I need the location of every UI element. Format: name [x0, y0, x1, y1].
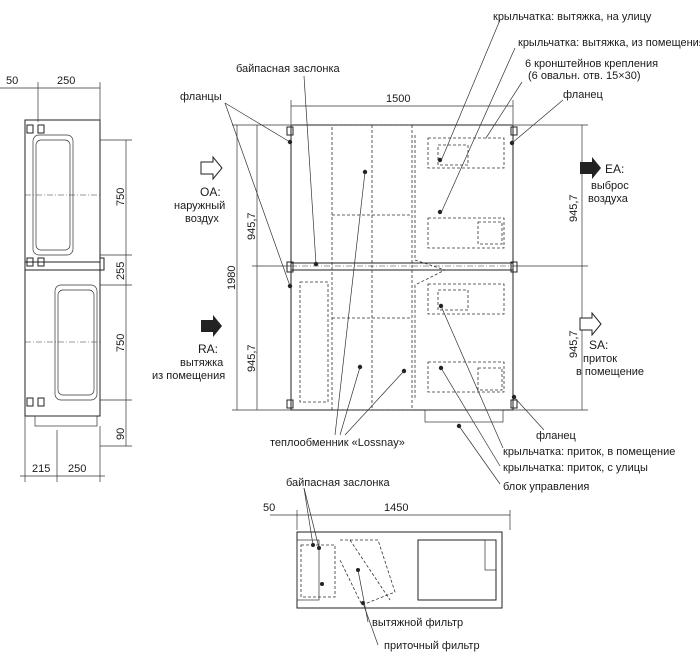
bottom-view: 50 1450 [263, 487, 511, 646]
label-oa-line2: воздух [185, 213, 219, 225]
dim-bottom-offset: 50 [263, 502, 275, 514]
dim-front-right-lower: 945,7 [568, 330, 580, 358]
label-ra-code: RA: [198, 342, 218, 356]
label-bypass-top: байпасная заслонка [236, 63, 341, 75]
dim-front-left-upper: 945,7 [246, 212, 258, 240]
label-control-unit: блок управления [503, 481, 589, 493]
label-sa-line1: приток [583, 353, 617, 365]
label-supply-filter: приточный фильтр [384, 640, 480, 652]
label-sa-line2: в помещение [576, 366, 644, 378]
label-ra-line2: из помещения [152, 370, 225, 382]
label-oa-line1: наружный [174, 200, 225, 212]
label-ea-code: EA: [605, 162, 624, 176]
side-lower-duct [54, 284, 98, 401]
label-impeller-supply-out: крыльчатка: приток, с улицы [503, 462, 648, 474]
dim-side-bottom-right: 250 [68, 463, 86, 475]
front-view: 1500 1980 945,7 945,7 945,7 945,7 [224, 19, 588, 485]
ra-arrow-icon [201, 315, 222, 337]
label-flange-top: фланец [563, 89, 604, 101]
label-impeller-exhaust-out: крыльчатка: вытяжка, на улицу [493, 11, 652, 23]
label-ea-line2: воздуха [588, 193, 629, 205]
dim-side-top-left: 50 [6, 75, 18, 87]
dim-side-h2: 750 [115, 334, 127, 352]
dim-side-h1: 750 [115, 188, 127, 206]
label-brackets-line1: 6 кронштейнов крепления [525, 58, 658, 70]
label-oa-code: OA: [200, 185, 221, 199]
dim-side-top-width: 250 [57, 75, 75, 87]
bottom-body [296, 531, 503, 609]
label-flange-bottom: фланец [536, 430, 577, 442]
label-impeller-supply-in: крыльчатка: приток, в помещение [503, 446, 675, 458]
dim-side-bottom-left: 215 [32, 463, 50, 475]
label-exhaust-filter: вытяжной фильтр [372, 617, 463, 629]
side-view: 50 250 750 255 750 90 215 250 [0, 75, 132, 482]
label-flanges: фланцы [180, 91, 222, 103]
label-sa-code: SA: [589, 338, 608, 352]
dim-front-total-height: 1980 [226, 266, 238, 290]
label-impeller-exhaust-in: крыльчатка: вытяжка, из помещения [518, 37, 700, 49]
dim-side-gap: 255 [115, 262, 127, 280]
dim-front-right-upper: 945,7 [568, 194, 580, 222]
dim-bottom-width: 1450 [384, 502, 408, 514]
ea-arrow-icon [580, 157, 601, 179]
labels: крыльчатка: вытяжка, на улицу крыльчатка… [152, 11, 700, 652]
oa-arrow-icon [200, 155, 223, 181]
dim-front-width: 1500 [386, 93, 410, 105]
sa-arrow-icon [579, 311, 602, 337]
label-brackets-line2: (6 овальн. отв. 15×30) [528, 70, 641, 82]
label-bypass-bottom: байпасная заслонка [286, 477, 391, 489]
dim-front-left-lower: 945,7 [246, 344, 258, 372]
label-ra-line1: вытяжка [180, 357, 224, 369]
dim-side-bottom: 90 [115, 428, 127, 440]
label-heat-exchanger: теплообменник «Lossnay» [270, 437, 405, 449]
label-ea-line1: выброс [591, 180, 629, 192]
